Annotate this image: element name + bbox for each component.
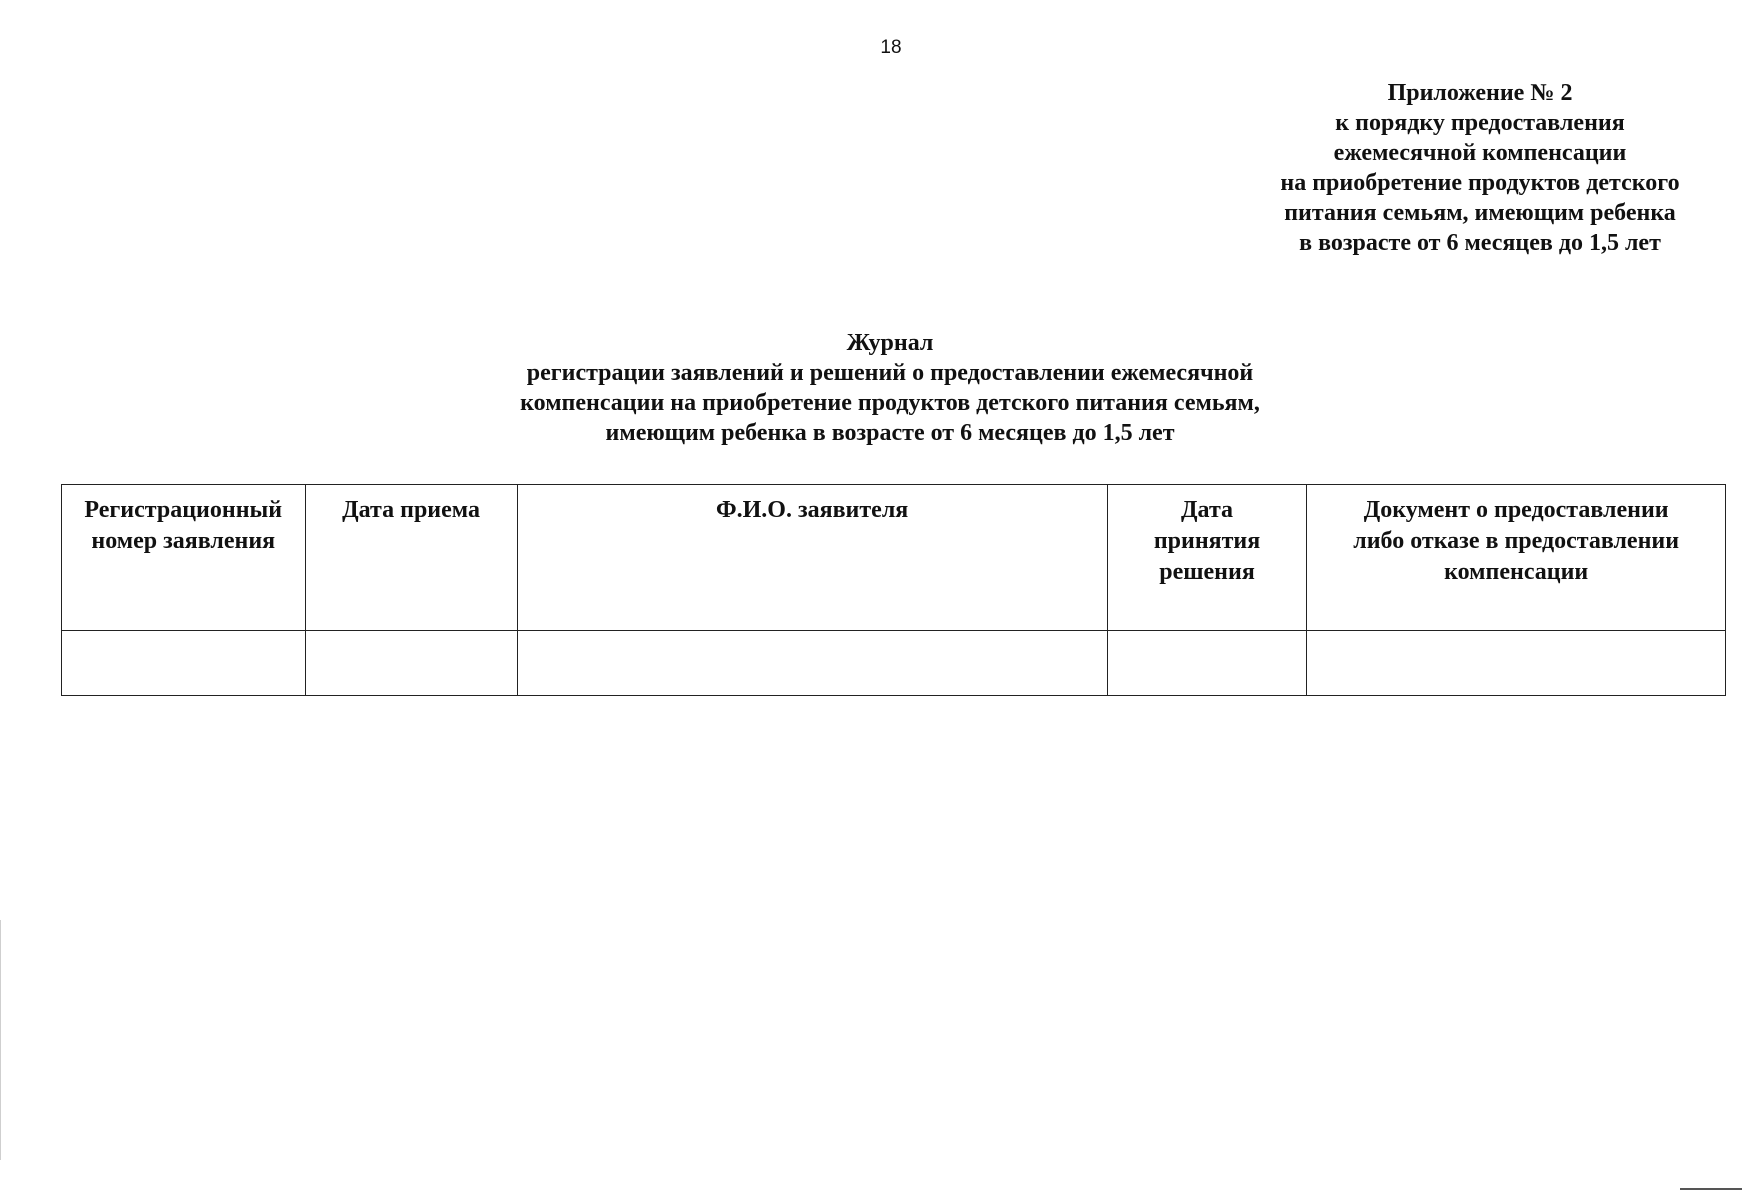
scan-bottom-mark bbox=[1680, 1188, 1742, 1190]
header-registration-number: Регистрационный номер заявления bbox=[61, 484, 306, 631]
registration-table: Регистрационный номер заявления Дата при… bbox=[61, 484, 1726, 696]
header-line: Дата приема bbox=[342, 497, 480, 523]
header-line: либо отказе в предоставлении bbox=[1353, 528, 1680, 554]
journal-subtitle-line: компенсации на приобретение продуктов де… bbox=[520, 390, 1260, 416]
journal-subtitle-line: регистрации заявлений и решений о предос… bbox=[526, 360, 1254, 386]
page-number: 18 bbox=[880, 37, 902, 58]
header-line: Документ о предоставлении bbox=[1363, 497, 1669, 523]
scan-edge-mark bbox=[0, 920, 1, 1160]
table-row bbox=[61, 630, 1726, 696]
header-date-received: Дата приема bbox=[304, 484, 518, 631]
journal-title: Журнал bbox=[846, 330, 934, 356]
header-decision-document: Документ о предоставлении либо отказе в … bbox=[1306, 484, 1726, 631]
header-line: принятия bbox=[1153, 528, 1261, 554]
journal-subtitle-line: имеющим ребенка в возрасте от 6 месяцев … bbox=[605, 420, 1175, 446]
table-cell bbox=[516, 630, 1108, 696]
table-header-row: Регистрационный номер заявления Дата при… bbox=[61, 484, 1726, 631]
table-cell bbox=[1106, 630, 1308, 696]
header-line: номер заявления bbox=[91, 528, 276, 554]
header-applicant-name: Ф.И.О. заявителя bbox=[516, 484, 1108, 631]
appendix-line: к порядку предоставления bbox=[1335, 110, 1625, 136]
header-line: решения bbox=[1159, 559, 1255, 585]
header-line: Дата bbox=[1181, 497, 1234, 523]
header-line: Ф.И.О. заявителя bbox=[716, 497, 909, 523]
appendix-line: ежемесячной компенсации bbox=[1333, 140, 1627, 166]
journal-heading: Журнал регистрации заявлений и решений о… bbox=[390, 328, 1390, 448]
appendix-line: питания семьям, имеющим ребенка bbox=[1284, 200, 1676, 226]
table-cell bbox=[61, 630, 306, 696]
appendix-line: Приложение № 2 bbox=[1387, 80, 1573, 106]
appendix-heading: Приложение № 2 к порядку предоставления … bbox=[1220, 78, 1740, 258]
appendix-line: в возрасте от 6 месяцев до 1,5 лет bbox=[1299, 230, 1661, 256]
appendix-line: на приобретение продуктов детского bbox=[1280, 170, 1680, 196]
table-cell bbox=[304, 630, 518, 696]
table-cell bbox=[1306, 630, 1726, 696]
header-line: компенсации bbox=[1444, 559, 1589, 585]
header-decision-date: Дата принятия решения bbox=[1106, 484, 1308, 631]
header-line: Регистрационный bbox=[84, 497, 283, 523]
